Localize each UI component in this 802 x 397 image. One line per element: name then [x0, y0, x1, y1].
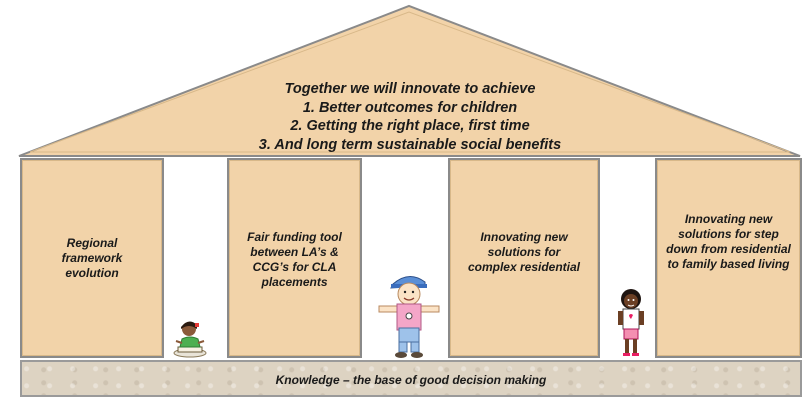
- roof-goal-3: 3. And long term sustainable social bene…: [258, 136, 562, 153]
- reading-child-illustration: [173, 321, 207, 358]
- roof: [18, 4, 801, 157]
- pillar-step-down: Innovating new solutions for step down f…: [655, 158, 802, 358]
- standing-girl-illustration: [618, 289, 644, 356]
- pillar-fair-funding: Fair funding tool between LA’s & CCG’s f…: [227, 158, 362, 358]
- roof-text: Together we will innovate to achieve 1. …: [200, 80, 620, 154]
- pillar-label: Regional framework evolution: [61, 235, 123, 280]
- foundation-base: Knowledge – the base of good decision ma…: [20, 360, 802, 397]
- pillar-label: Innovating new solutions for step down f…: [666, 212, 791, 271]
- pillar-label: Fair funding tool between LA’s & CCG’s f…: [247, 230, 342, 289]
- pillar-label: Innovating new solutions for complex res…: [467, 230, 581, 274]
- pillar-complex-residential: Innovating new solutions for complex res…: [448, 158, 600, 358]
- base-label: Knowledge – the base of good decision ma…: [275, 373, 547, 387]
- scarecrow-child-illustration: [378, 276, 440, 358]
- pillar-regional-framework: Regional framework evolution: [20, 158, 164, 358]
- roof-goal-1: 1. Better outcomes for children: [302, 99, 518, 116]
- roof-goal-2: 2. Getting the right place, first time: [290, 118, 530, 134]
- roof-heading: Together we will innovate to achieve: [284, 81, 536, 97]
